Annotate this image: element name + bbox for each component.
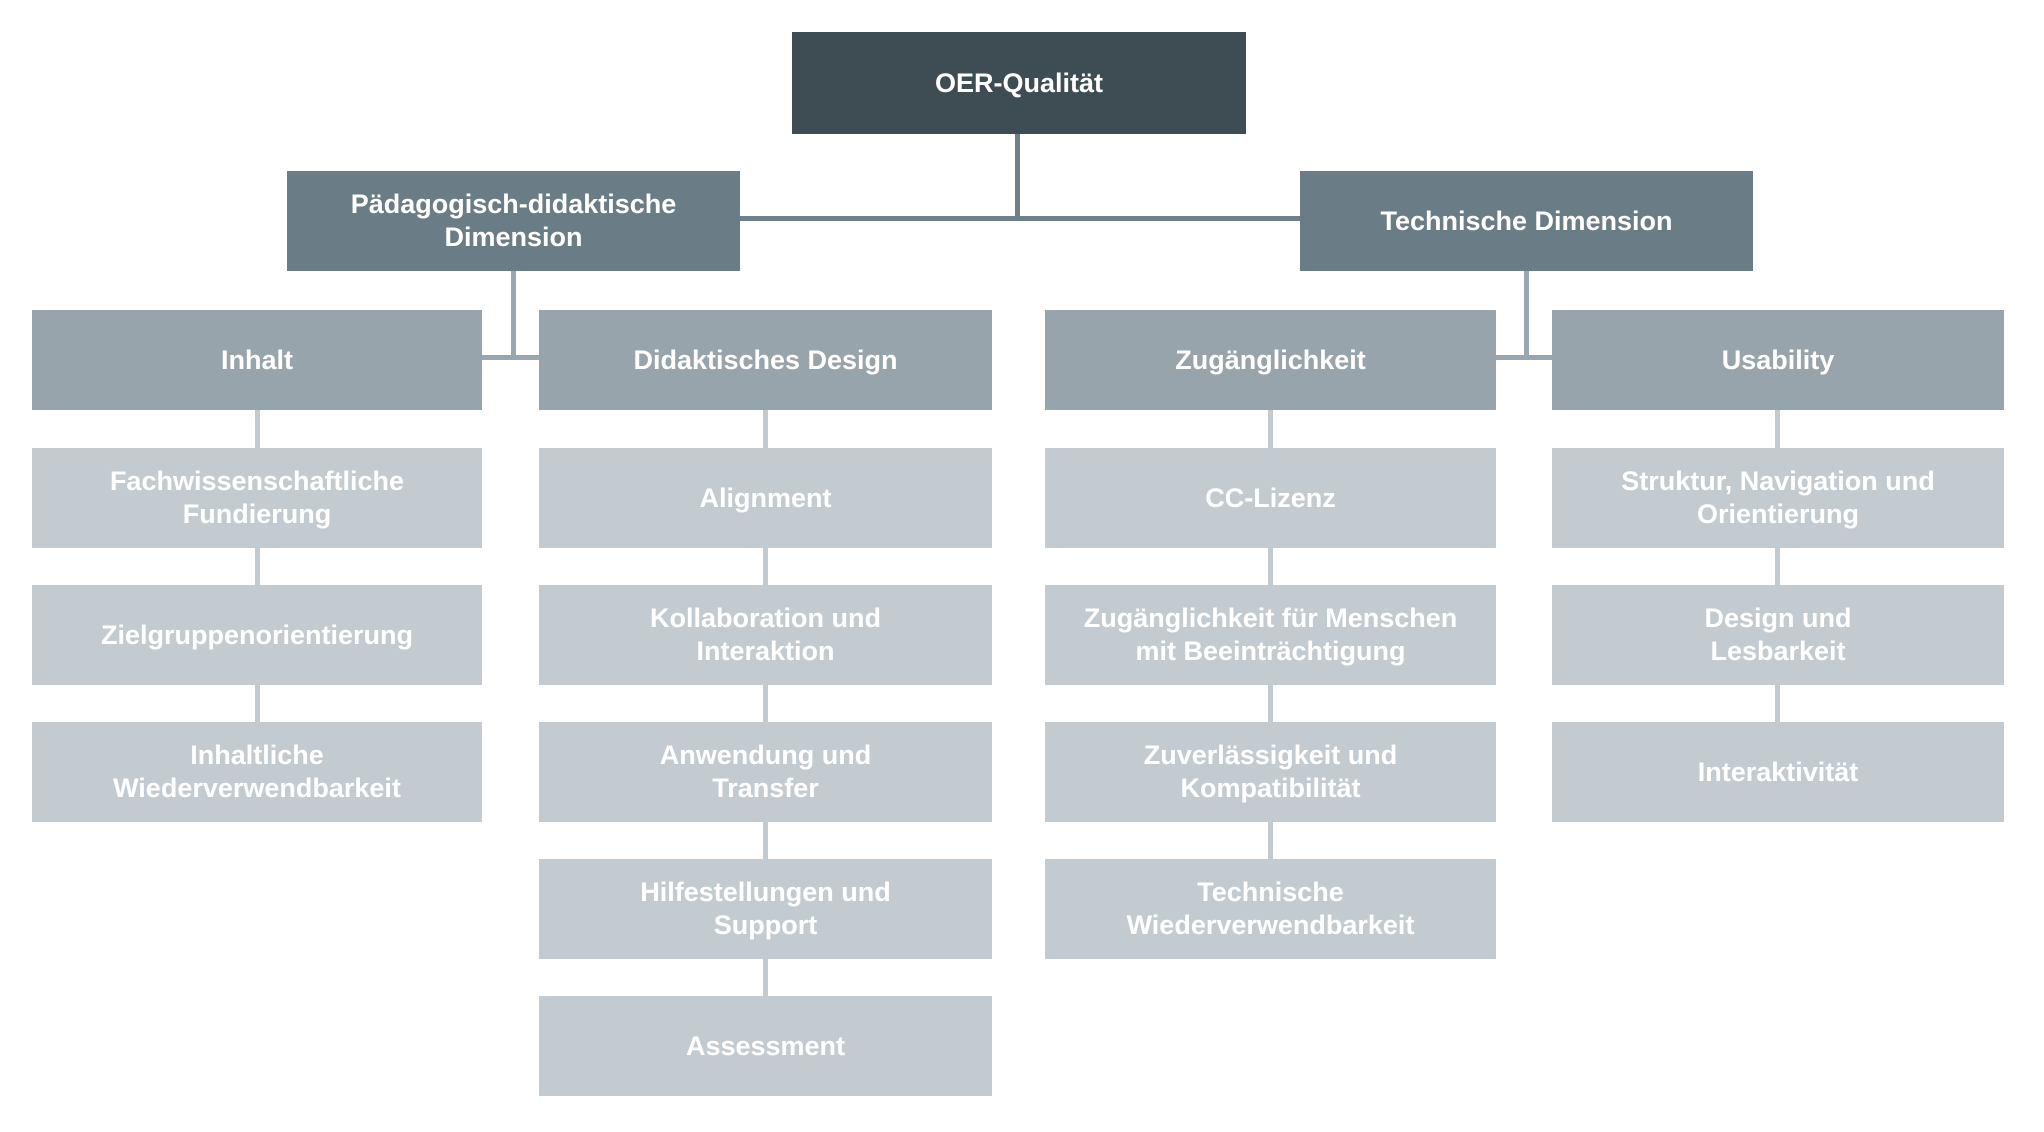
dimension-box-paedagogisch-didaktisch: Pädagogisch-didaktische Dimension (287, 171, 740, 271)
connector-col3-seg3 (1268, 685, 1273, 724)
connector-col2-seg1 (763, 410, 768, 450)
item-interaktivitaet: Interaktivität (1552, 722, 2004, 822)
item-zugaenglichkeit-fuer-menschen: Zugänglichkeit für Menschen mit Beeinträ… (1045, 585, 1496, 685)
connector-col2-seg2 (763, 548, 768, 587)
connector-col3-seg1 (1268, 410, 1273, 450)
connector-col3-seg4 (1268, 822, 1273, 861)
connector-dimension-b-vertical (1524, 271, 1529, 360)
item-zuverlaessigkeit-und-kompatibilitaet: Zuverlässigkeit und Kompatibilität (1045, 722, 1496, 822)
item-design-und-lesbarkeit: Design und Lesbarkeit (1552, 585, 2004, 685)
root-box-oer-qualitaet: OER-Qualität (792, 32, 1246, 134)
group-header-didaktisches-design: Didaktisches Design (539, 310, 992, 410)
connector-root-horizontal (740, 216, 1300, 221)
group-header-inhalt: Inhalt (32, 310, 482, 410)
connector-dimension-a-vertical (511, 271, 516, 360)
connector-col1-seg2 (255, 548, 260, 587)
item-inhaltliche-wiederverwendbarkeit: Inhaltliche Wiederverwendbarkeit (32, 722, 482, 822)
connector-col2-seg4 (763, 822, 768, 861)
connector-dimension-a-horizontal (482, 355, 539, 360)
item-assessment: Assessment (539, 996, 992, 1096)
item-technische-wiederverwendbarkeit: Technische Wiederverwendbarkeit (1045, 859, 1496, 959)
connector-col4-seg2 (1775, 548, 1780, 587)
connector-col4-seg3 (1775, 685, 1780, 724)
item-anwendung-und-transfer: Anwendung und Transfer (539, 722, 992, 822)
connector-col2-seg5 (763, 959, 768, 998)
connector-col1-seg3 (255, 685, 260, 724)
item-cc-lizenz: CC-Lizenz (1045, 448, 1496, 548)
connector-dimension-b-horizontal (1496, 355, 1552, 360)
connector-col3-seg2 (1268, 548, 1273, 587)
connector-root-vertical (1015, 134, 1020, 221)
group-header-zugaenglichkeit: Zugänglichkeit (1045, 310, 1496, 410)
connector-col1-seg1 (255, 410, 260, 450)
item-fachwissenschaftliche-fundierung: Fachwissenschaftliche Fundierung (32, 448, 482, 548)
item-alignment: Alignment (539, 448, 992, 548)
item-struktur-navigation-orientierung: Struktur, Navigation und Orientierung (1552, 448, 2004, 548)
connector-col2-seg3 (763, 685, 768, 724)
dimension-box-technisch: Technische Dimension (1300, 171, 1753, 271)
group-header-usability: Usability (1552, 310, 2004, 410)
item-hilfestellungen-und-support: Hilfestellungen und Support (539, 859, 992, 959)
connector-col4-seg1 (1775, 410, 1780, 450)
item-zielgruppenorientierung: Zielgruppenorientierung (32, 585, 482, 685)
item-kollaboration-und-interaktion: Kollaboration und Interaktion (539, 585, 992, 685)
